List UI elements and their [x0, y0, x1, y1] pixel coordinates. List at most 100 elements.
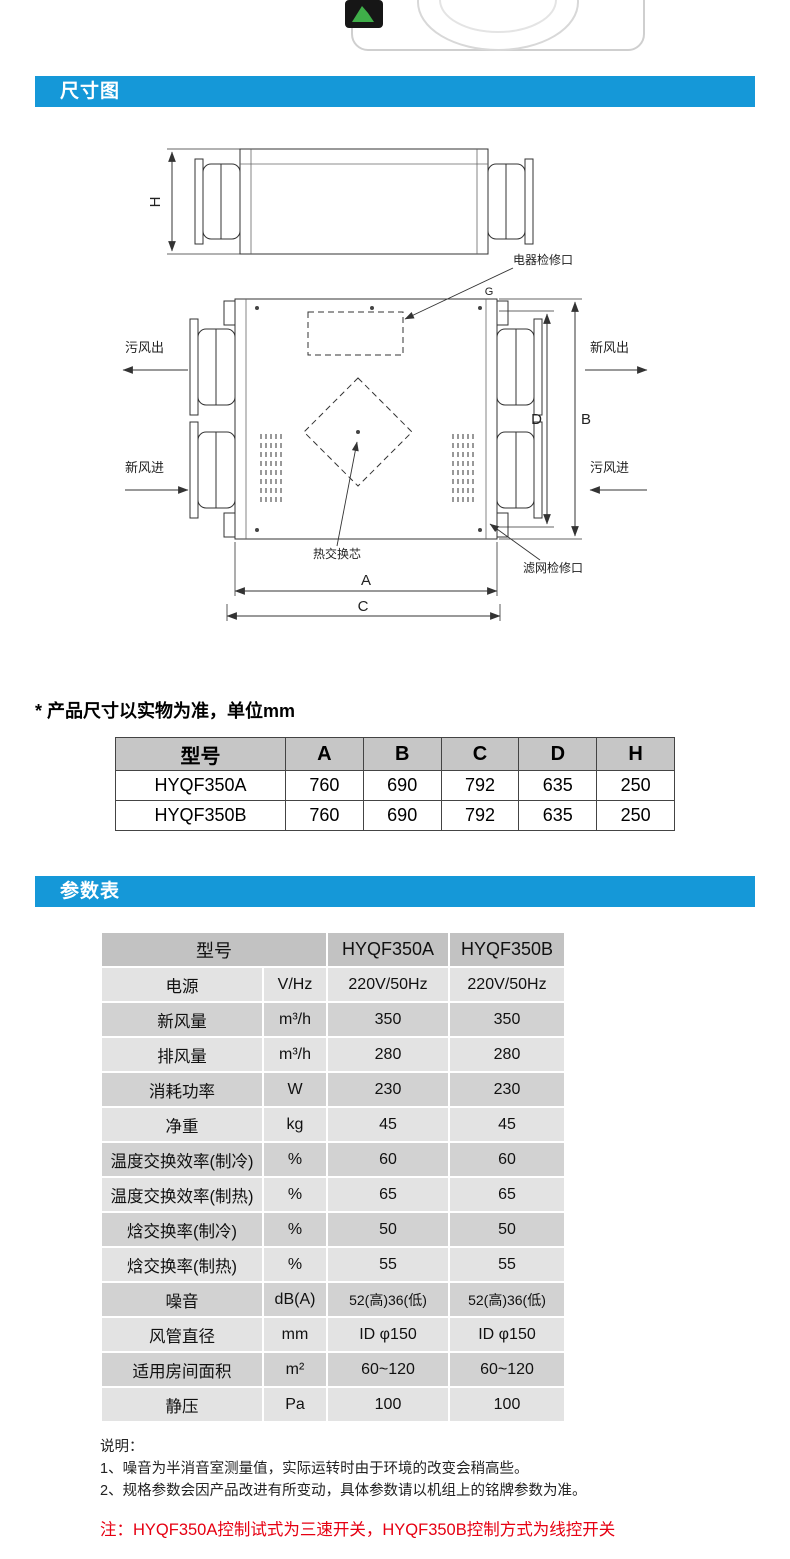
param-row-name: 净重 — [102, 1108, 262, 1141]
param-value-a: 55 — [328, 1248, 448, 1281]
param-row-name: 消耗功率 — [102, 1073, 262, 1106]
param-value-a: 60~120 — [328, 1353, 448, 1386]
param-row-unit: V/Hz — [264, 968, 326, 1001]
note-item: 2、规格参数会因产品改进有所变动，具体参数请以机组上的铭牌参数为准。 — [100, 1482, 587, 1499]
param-value-b: ID φ150 — [450, 1318, 564, 1351]
param-row: 静压 Pa 100 100 — [102, 1388, 564, 1421]
dim-header-c: C — [440, 737, 520, 771]
param-value-b: 280 — [450, 1038, 564, 1071]
dimension-diagram: H 电器检修口 污风出 新风出 新风进 污风进 热交换芯 滤网检修口 A C B… — [85, 112, 705, 652]
param-row-unit: mm — [264, 1318, 326, 1351]
dim-label-b: B — [581, 411, 591, 428]
dim-cell: 792 — [440, 800, 520, 831]
param-value-b: 52(高)36(低) — [450, 1283, 564, 1316]
dim-label-g: G — [485, 286, 494, 298]
param-row: 焓交换率(制冷) % 50 50 — [102, 1213, 564, 1246]
param-row-name: 温度交换效率(制冷) — [102, 1143, 262, 1176]
param-value-b: 60 — [450, 1143, 564, 1176]
dim-cell: 250 — [596, 800, 675, 831]
param-value-a: 280 — [328, 1038, 448, 1071]
param-value-b: 60~120 — [450, 1353, 564, 1386]
param-header-model-a: HYQF350A — [328, 933, 448, 966]
param-row-name: 适用房间面积 — [102, 1353, 262, 1386]
product-photo-crop — [0, 0, 790, 62]
dim-cell: 635 — [518, 800, 598, 831]
dim-cell: 690 — [362, 800, 442, 831]
param-value-b: 65 — [450, 1178, 564, 1211]
fresh-out-label: 新风出 — [590, 340, 629, 355]
param-value-b: 100 — [450, 1388, 564, 1421]
param-row-unit: % — [264, 1248, 326, 1281]
dimension-note: * 产品尺寸以实物为准，单位mm — [35, 701, 296, 721]
param-row-name: 噪音 — [102, 1283, 262, 1316]
param-row-unit: kg — [264, 1108, 326, 1141]
param-value-a: 220V/50Hz — [328, 968, 448, 1001]
param-value-a: 65 — [328, 1178, 448, 1211]
param-row: 风管直径 mm ID φ150 ID φ150 — [102, 1318, 564, 1351]
param-row: 焓交换率(制热) % 55 55 — [102, 1248, 564, 1281]
exhaust-in-label: 污风进 — [590, 460, 629, 475]
param-row: 净重 kg 45 45 — [102, 1108, 564, 1141]
brand-badge-icon — [345, 0, 383, 28]
param-row: 新风量 m³/h 350 350 — [102, 1003, 564, 1036]
param-row-unit: % — [264, 1143, 326, 1176]
heat-core-label: 热交换芯 — [313, 546, 361, 561]
param-row-unit: m³/h — [264, 1038, 326, 1071]
dim-label-h: H — [147, 197, 164, 208]
fresh-in-label: 新风进 — [125, 460, 164, 475]
param-row-name: 新风量 — [102, 1003, 262, 1036]
notes-block: 说明： 1、噪音为半消音室测量值，实际运转时由于环境的改变会稍高些。 2、规格参… — [100, 1437, 587, 1502]
param-value-a: ID φ150 — [328, 1318, 448, 1351]
dim-label-d: D — [531, 411, 542, 428]
dim-cell: 760 — [285, 800, 364, 831]
param-row-unit: m² — [264, 1353, 326, 1386]
dim-header-h: H — [596, 737, 675, 771]
dim-cell: 635 — [518, 770, 598, 801]
param-value-b: 55 — [450, 1248, 564, 1281]
dim-label-a: A — [361, 572, 371, 589]
param-row: 适用房间面积 m² 60~120 60~120 — [102, 1353, 564, 1386]
note-item: 1、噪音为半消音室测量值，实际运转时由于环境的改变会稍高些。 — [100, 1460, 529, 1477]
param-row: 噪音 dB(A) 52(高)36(低) 52(高)36(低) — [102, 1283, 564, 1316]
filter-access-label: 滤网检修口 — [523, 560, 583, 575]
param-row: 温度交换效率(制冷) % 60 60 — [102, 1143, 564, 1176]
param-value-a: 45 — [328, 1108, 448, 1141]
notes-title: 说明： — [100, 1439, 144, 1455]
section-title-dimensions: 尺寸图 — [35, 76, 755, 107]
param-row-unit: % — [264, 1178, 326, 1211]
dim-cell-model: HYQF350A — [115, 770, 286, 801]
dim-header-b: B — [362, 737, 442, 771]
param-value-a: 350 — [328, 1003, 448, 1036]
dim-cell: 690 — [362, 770, 442, 801]
param-row-name: 焓交换率(制热) — [102, 1248, 262, 1281]
param-row-unit: W — [264, 1073, 326, 1106]
param-row-name: 焓交换率(制冷) — [102, 1213, 262, 1246]
param-value-b: 350 — [450, 1003, 564, 1036]
dim-cell: 792 — [440, 770, 520, 801]
param-value-a: 50 — [328, 1213, 448, 1246]
param-value-b: 230 — [450, 1073, 564, 1106]
param-row-unit: % — [264, 1213, 326, 1246]
product-photo-art — [345, 0, 645, 51]
param-row-name: 静压 — [102, 1388, 262, 1421]
param-row-name: 温度交换效率(制热) — [102, 1178, 262, 1211]
exhaust-out-label: 污风出 — [125, 340, 164, 355]
param-value-b: 45 — [450, 1108, 564, 1141]
param-row-unit: m³/h — [264, 1003, 326, 1036]
param-row: 电源 V/Hz 220V/50Hz 220V/50Hz — [102, 968, 564, 1001]
param-header-model: 型号 — [102, 933, 326, 966]
dim-label-c: C — [358, 598, 369, 615]
param-value-a: 100 — [328, 1388, 448, 1421]
dim-cell: 760 — [285, 770, 364, 801]
param-value-a: 52(高)36(低) — [328, 1283, 448, 1316]
param-value-b: 220V/50Hz — [450, 968, 564, 1001]
dim-header-d: D — [518, 737, 598, 771]
param-value-b: 50 — [450, 1213, 564, 1246]
dimension-table-row: HYQF350B 760 690 792 635 250 — [115, 800, 675, 831]
param-row: 排风量 m³/h 280 280 — [102, 1038, 564, 1071]
param-header-row: 型号 HYQF350A HYQF350B — [102, 933, 564, 966]
section-title-parameters: 参数表 — [35, 876, 755, 907]
param-value-a: 60 — [328, 1143, 448, 1176]
dim-header-a: A — [285, 737, 364, 771]
